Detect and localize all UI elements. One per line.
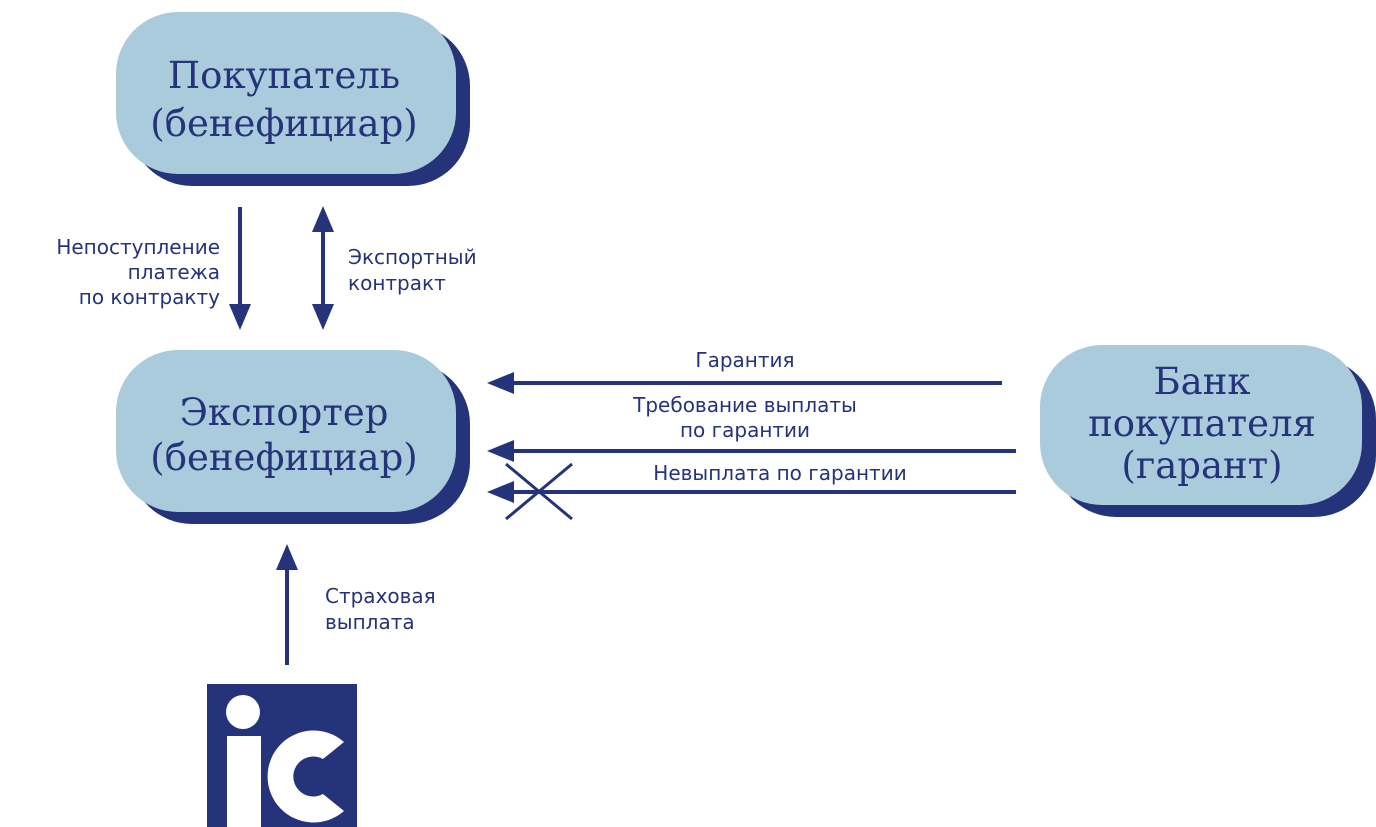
exporter-node-subtitle: (бенефициар) bbox=[150, 436, 417, 479]
buyer-node: Покупатель (бенефициар) bbox=[116, 12, 470, 186]
non-payment-arrow bbox=[229, 207, 251, 330]
insurance-payment-label-line1: Страховая bbox=[325, 584, 436, 608]
insurance-payment-arrow bbox=[276, 544, 298, 665]
buyer-node-subtitle: (бенефициар) bbox=[150, 102, 417, 145]
cross-mark-line-b bbox=[505, 462, 573, 521]
export-contract-arrow bbox=[312, 206, 334, 330]
ic-logo-stem bbox=[227, 736, 261, 827]
payment-demand-label-line2: по гарантии bbox=[680, 418, 810, 442]
guarantee-non-payment-label: Невыплата по гарантии bbox=[653, 461, 906, 485]
bank-node-line1: Банк bbox=[1153, 360, 1250, 403]
exporter-node-title: Экспортер bbox=[180, 391, 389, 434]
exporter-node-box bbox=[116, 350, 456, 512]
cross-mark-icon bbox=[505, 462, 573, 521]
non-payment-arrow-head bbox=[229, 304, 251, 330]
buyer-node-box bbox=[116, 12, 456, 174]
payment-demand-label-line1: Требование выплаты bbox=[632, 393, 857, 417]
bank-node: Банк покупателя (гарант) bbox=[1040, 345, 1376, 517]
export-contract-label-line1: Экспортный bbox=[348, 245, 477, 269]
insurance-payment-label-line2: выплата bbox=[325, 610, 415, 634]
export-contract-label-line2: контракт bbox=[348, 271, 446, 295]
non-payment-label-line2: платежа bbox=[128, 260, 220, 284]
ic-logo bbox=[207, 684, 357, 827]
guarantee-arrow bbox=[487, 372, 1002, 394]
buyer-node-title: Покупатель bbox=[168, 54, 400, 97]
ic-logo-c bbox=[267, 730, 344, 823]
guarantee-label: Гарантия bbox=[695, 348, 794, 372]
bank-node-line2: покупателя bbox=[1088, 402, 1316, 445]
ic-logo-dot bbox=[226, 695, 260, 729]
bank-node-box bbox=[1040, 345, 1362, 505]
exporter-node: Экспортер (бенефициар) bbox=[116, 350, 470, 524]
export-contract-arrow-head-bottom bbox=[312, 304, 334, 330]
insurance-payment-arrow-head bbox=[276, 544, 298, 570]
guarantee-non-payment-arrow-head bbox=[487, 481, 514, 503]
bank-node-line3: (гарант) bbox=[1121, 444, 1282, 487]
guarantee-non-payment-arrow bbox=[487, 462, 1016, 521]
payment-demand-arrow-head bbox=[487, 440, 514, 462]
export-contract-arrow-head-top bbox=[312, 206, 334, 232]
guarantee-arrow-head bbox=[487, 372, 514, 394]
non-payment-label-line1: Непоступление bbox=[56, 235, 220, 259]
payment-demand-arrow bbox=[487, 440, 1016, 462]
non-payment-label-line3: по контракту bbox=[79, 285, 220, 309]
